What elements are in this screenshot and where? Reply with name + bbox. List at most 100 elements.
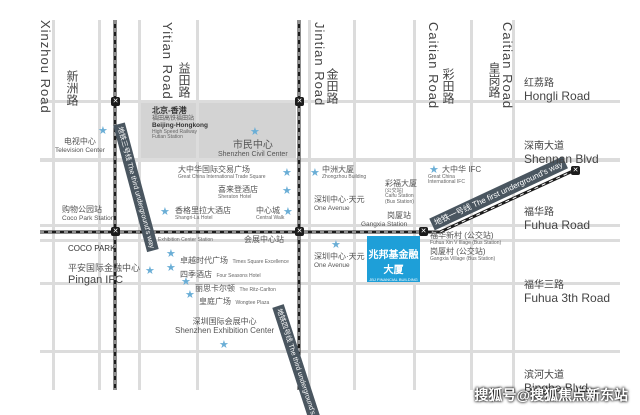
jintian-road-label: Jintian Road — [312, 22, 327, 107]
fuhua-xincun: 福华新村 (公交站) Fuhua Xin V Illage (Bus Stati… — [430, 231, 502, 246]
binghe-blvd-label: 滨河大道 Binghe Blvd — [524, 366, 588, 395]
ritz-star: ★ — [181, 276, 191, 288]
hongli-road-label: 红荔路 Hongli Road — [524, 74, 590, 103]
central-walk: 中心城 Central Walk — [256, 206, 284, 221]
caitian-road-label: Caitian Road — [426, 22, 441, 110]
yitian-road-2 — [196, 20, 199, 390]
wongtee-plaza: 皇庭广场 Wongtee Plaza — [199, 291, 269, 309]
huanggang-station[interactable]: ✕ — [571, 166, 580, 175]
hongli-road-en: Hongli Road — [524, 89, 591, 103]
central-walk-star: ★ — [283, 206, 293, 218]
sec-en: Shenzhen Exhibition Center — [175, 325, 275, 335]
xinzhou-road-cn: 新洲路 — [65, 70, 79, 106]
caifu-en2: (Bus Station) — [385, 198, 414, 205]
fuhua3-road-en: Fuhua 3th Road — [524, 291, 611, 305]
binghe-blvd-en: Binghe Blvd — [524, 381, 589, 395]
exhibition-station-en: Exhibition Center Station — [158, 237, 214, 243]
binghe-blvd-cn: 滨河大道 — [524, 370, 564, 381]
shennan-blvd — [40, 158, 620, 162]
four-seasons-en: Four Seasons Hotel — [216, 273, 261, 279]
one-avenue-south: 深圳中心·天元 One Avenue — [314, 252, 365, 269]
civic-center-block — [139, 103, 296, 159]
one-avenue-north: 深圳中心·天元 One Avenue — [314, 195, 365, 212]
great-china-ifc-star: ★ — [429, 164, 439, 176]
huanggang-road-cn: 皇岗路 — [487, 62, 501, 98]
caifu-cn: 彩福大厦 — [385, 179, 417, 188]
fuhua-xincun-cn: 福华新村 (公交站) — [430, 231, 494, 240]
great-china-ifc: 大中华 IFC Great China International IFC — [428, 165, 482, 186]
exhibition-station-cn: 会展中心站 — [244, 235, 284, 244]
caifu-en: Caifu Station — [385, 193, 414, 200]
jbj-building-cn: 兆邦基金融大厦 — [368, 250, 419, 276]
coco-park-station-label: 购物公园站 Coco Park Station — [62, 205, 114, 222]
zhongzhou-building: 中洲大厦 Zhongzhou Building — [322, 165, 367, 180]
bj-cn: 北京-香港 — [152, 106, 187, 115]
civic-center-en: Shenzhen Civil Center — [218, 151, 288, 158]
cicc-en: Great China International Trade Square — [178, 173, 266, 180]
zhongzhou-en: Zhongzhou Building — [322, 173, 367, 180]
fuhua-road-cn: 福华路 — [524, 207, 554, 218]
shangri-la: 香格里拉大酒店 Shangri-La Hotel — [175, 206, 231, 221]
shangri-en: Shangri-La Hotel — [175, 214, 213, 221]
jintian-road — [308, 20, 311, 390]
yitian-station[interactable]: ✕ — [295, 97, 304, 106]
fuhua-road-upper — [40, 224, 620, 227]
binghe-blvd — [40, 350, 620, 353]
television-center: 电视中心 Television Center — [55, 137, 105, 154]
civic-center: 市民中心 Shenzhen Civil Center — [218, 140, 288, 159]
xinzhou-road — [52, 20, 55, 390]
sec-cn: 深圳国际会展中心 — [192, 317, 257, 326]
caitian-road — [413, 20, 416, 390]
zhongzhou-cn: 中洲大厦 — [322, 165, 354, 174]
jbj-financial-building[interactable]: 兆邦基金融大厦 JBJ FINANCIAL BUILDING — [367, 236, 420, 282]
xinzhou-road-2 — [98, 20, 101, 390]
shennan-blvd-cn: 深南大道 — [524, 141, 564, 152]
fuhua3-road — [40, 282, 620, 285]
gangxia-station[interactable]: ✕ — [419, 227, 428, 236]
hongli-road — [40, 100, 620, 103]
wongtee-en: Wongtee Plaza — [235, 300, 270, 306]
one-avenue-south-en: One Avenue — [314, 261, 350, 269]
great-china-ifc-cn: 大中华 IFC — [442, 165, 482, 174]
bj-cn2: 福田高铁福田站 — [152, 115, 195, 122]
ritz-en: The Ritz-Carlton — [239, 287, 276, 293]
bj-en3: Futian Station — [152, 134, 183, 141]
huanggang-road-label: Caitian Road — [500, 22, 515, 110]
sec-star: ★ — [219, 339, 229, 351]
one-avenue-south-cn: 深圳中心·天元 — [314, 252, 365, 261]
four-seasons: 四季酒店 Four Seasons Hotel — [180, 264, 261, 282]
fuhua-road-label: 福华路 Fuhua Road — [524, 203, 590, 232]
caifu-bus-station: 彩福大厦 (公交站) Caifu Station (Bus Station) — [385, 179, 417, 205]
xinzhou-road-label: Xinzhou Road — [38, 20, 53, 114]
caifu-cn2: (公交站) — [385, 187, 404, 194]
pingan-ifc-en: Pingan IFC — [68, 273, 124, 286]
futian-hsr-station: 北京-香港 福田高铁福田站 Beijing-Hongkong High Spee… — [152, 106, 208, 141]
coco-park-station-cn: 购物公园站 — [62, 205, 102, 214]
television-center-en: Television Center — [55, 146, 105, 154]
fuhua-xincun-en: Fuhua Xin V Illage (Bus Station) — [430, 239, 502, 246]
yitian-road-label: Yitian Road — [160, 22, 175, 100]
one-avenue-star: ★ — [331, 239, 341, 251]
wongtee-star: ★ — [185, 289, 195, 301]
exhibition-center-station[interactable]: ✕ — [295, 227, 304, 236]
civic-center-star: ★ — [250, 126, 260, 138]
shangri-cn: 香格里拉大酒店 — [175, 206, 231, 215]
four-seasons-cn: 四季酒店 — [180, 270, 212, 279]
fuhua-road-lower — [40, 239, 620, 242]
xinzhou-north-station[interactable]: ✕ — [111, 97, 120, 106]
fuhua3-road-cn: 福华三路 — [524, 280, 564, 291]
shennan-blvd-label: 深南大道 Shennan Blvd — [524, 137, 599, 166]
pingan-ifc: 平安国际金融中心 Pingan IFC — [68, 263, 140, 286]
zhongzhou-star: ★ — [310, 167, 320, 179]
zhuoyue-cn: 卓越时代广场 — [180, 256, 228, 265]
coco-park-station[interactable]: ✕ — [111, 227, 120, 236]
watermark: 搜狐号@搜狐焦点新东站 — [474, 387, 628, 403]
jintian-road-2 — [353, 20, 356, 390]
cicc-star: ★ — [282, 167, 292, 179]
shangri-star: ★ — [160, 206, 170, 218]
sheraton: 喜来登酒店 Sheraton Hotel — [218, 185, 258, 200]
gangxia-village-en: Gangxia Village (Bus Station) — [430, 255, 496, 262]
cicc-cn: 大中华国际交易广场 — [178, 165, 250, 174]
